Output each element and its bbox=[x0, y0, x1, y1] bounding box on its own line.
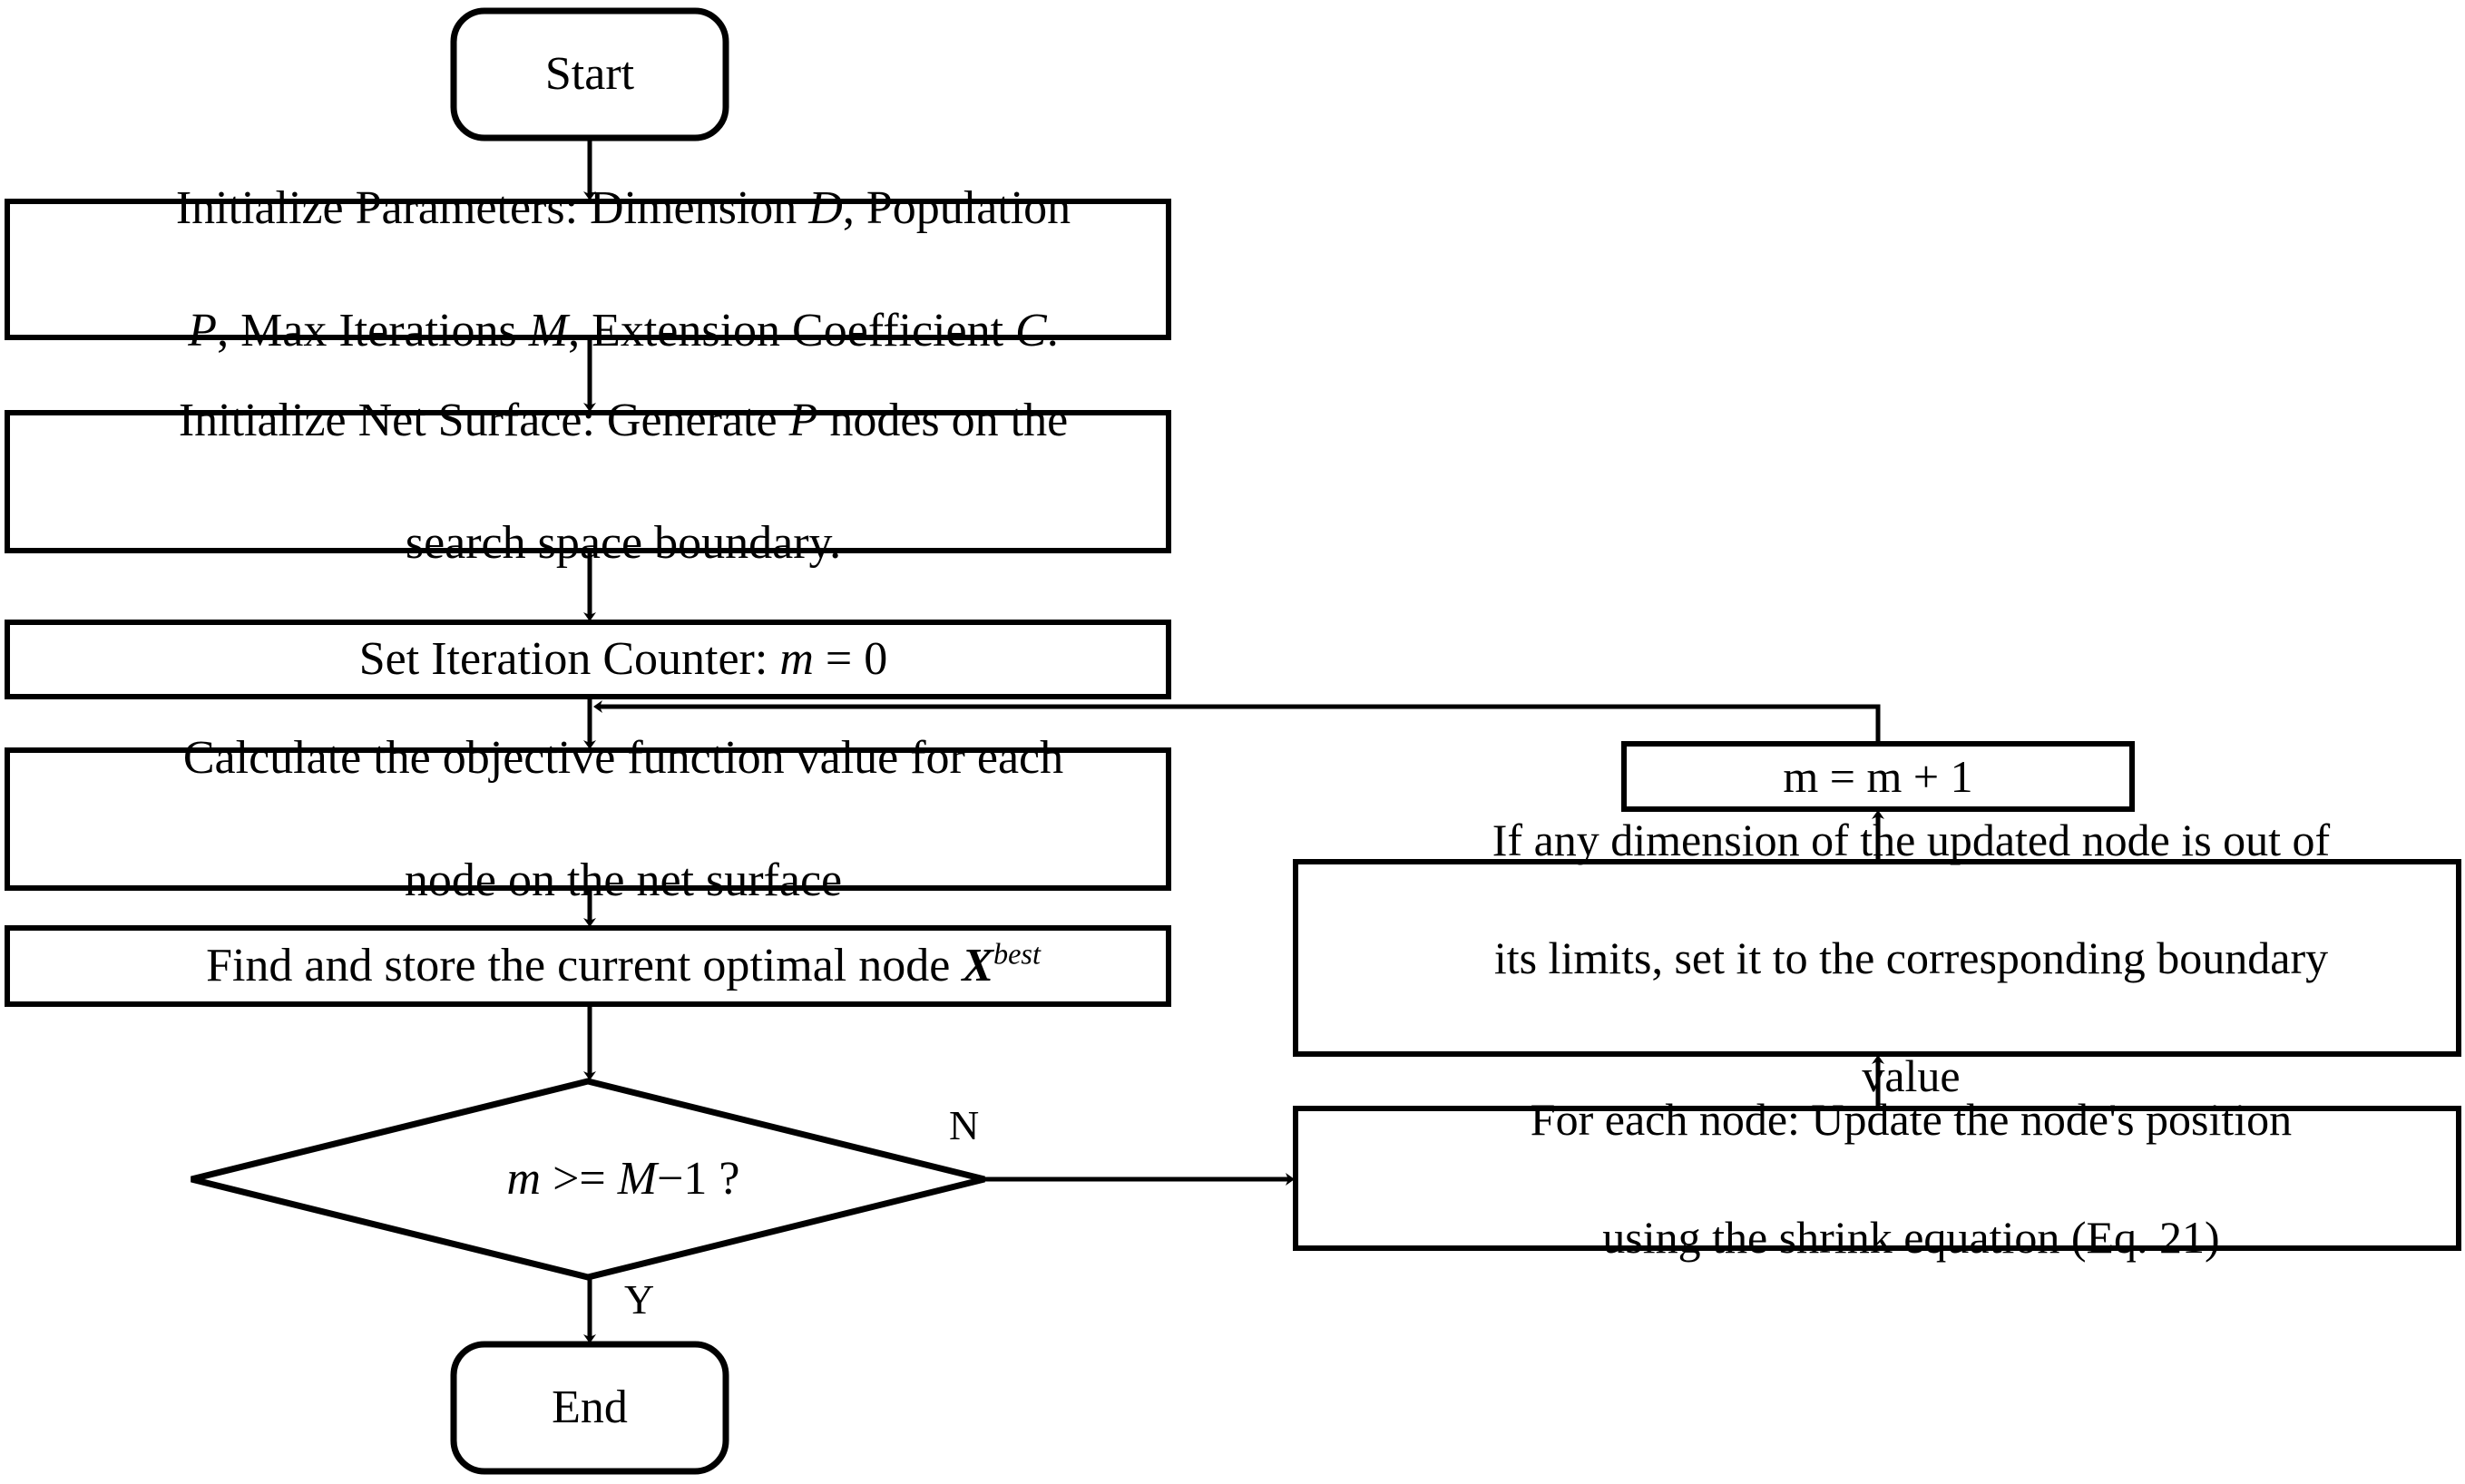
node-set-counter-shape bbox=[5, 620, 1171, 699]
edge-label-no-branch: N bbox=[949, 1102, 980, 1148]
node-start-shape bbox=[450, 7, 729, 142]
node-end-shape bbox=[450, 1341, 729, 1475]
node-init-params-shape bbox=[5, 199, 1171, 340]
node-update-position-shape bbox=[1293, 1106, 2461, 1251]
node-increment-shape bbox=[1621, 741, 2135, 812]
edge-increment-loop-back-to-calc-objective bbox=[593, 700, 1881, 744]
node-clamp-bounds-shape bbox=[1293, 859, 2461, 1057]
node-init-surface-shape bbox=[5, 410, 1171, 553]
edge-label-yes-branch: Y bbox=[624, 1276, 655, 1323]
node-decision-shape bbox=[191, 1078, 985, 1281]
node-find-best-shape bbox=[5, 925, 1171, 1007]
node-calc-objective-shape bbox=[5, 747, 1171, 891]
